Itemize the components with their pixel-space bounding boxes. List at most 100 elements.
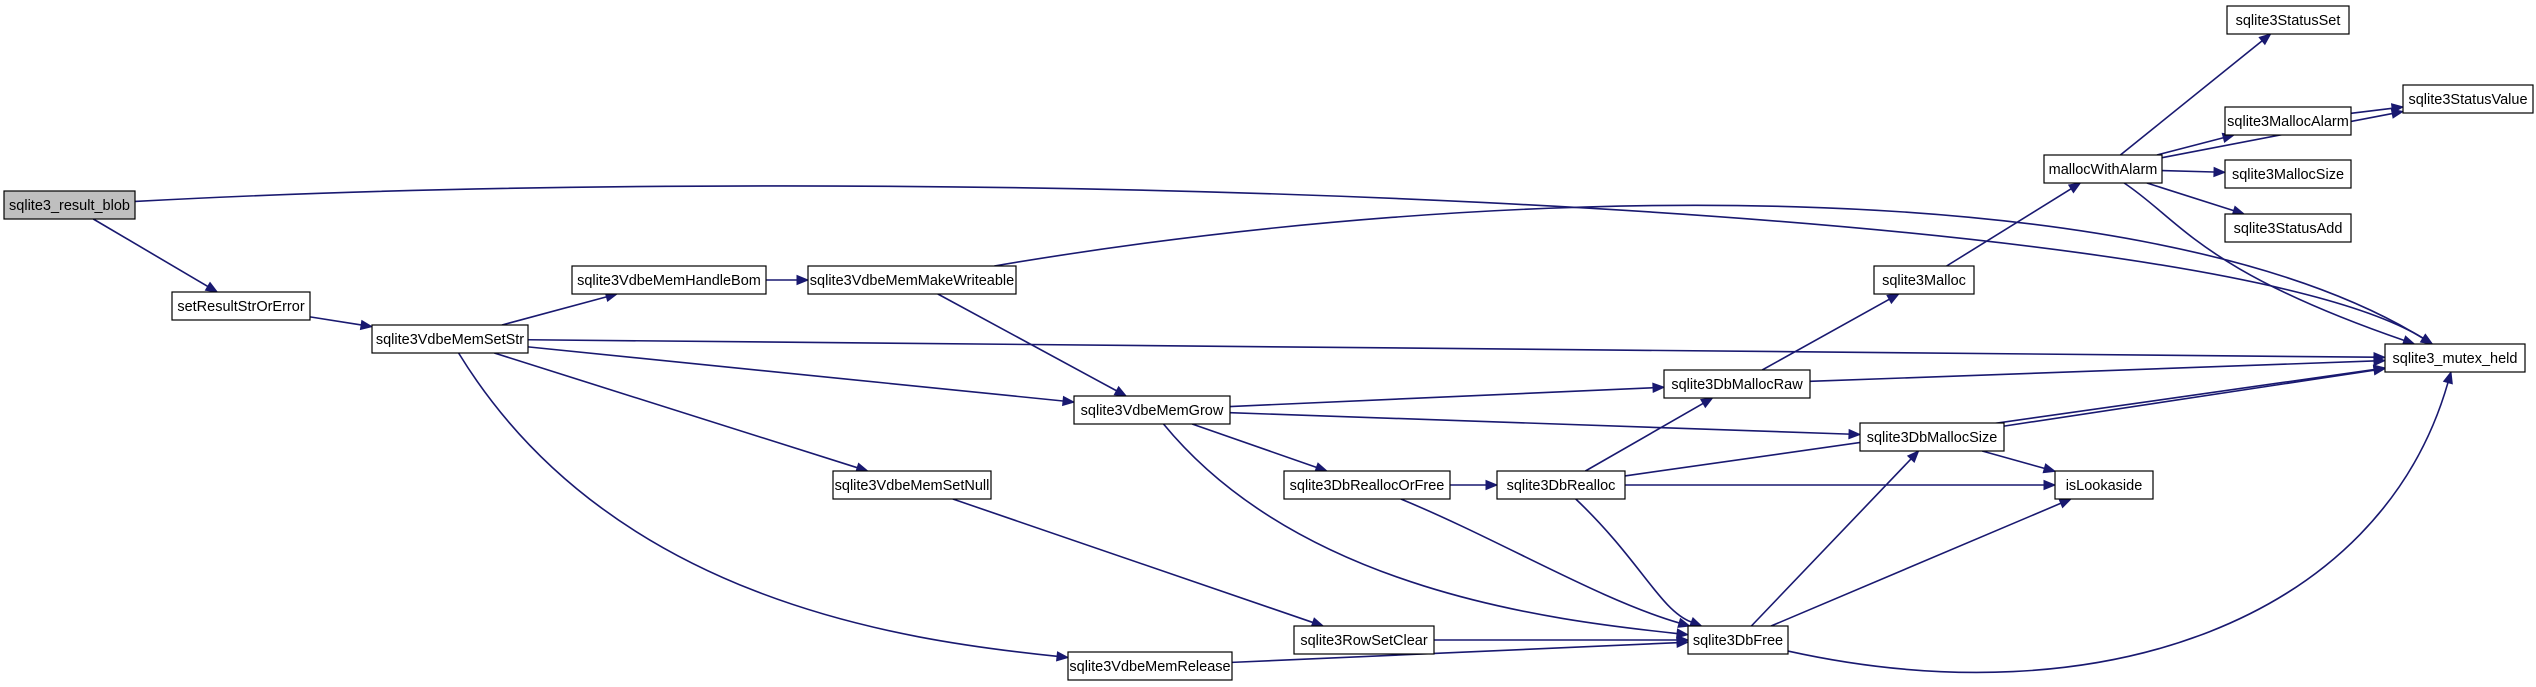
edge-line	[1750, 458, 1912, 627]
edge-sqlite3VdbeMemSetStr-to-sqlite3VdbeMemRelease	[457, 352, 1070, 662]
node-box[interactable]	[1859, 422, 2005, 452]
edge-line	[2146, 182, 2234, 212]
edge-sqlite3DbMallocSize-to-sqlite3_mutex_held	[2003, 365, 2387, 427]
node-box[interactable]	[807, 265, 1017, 295]
call-graph-edges	[92, 33, 2453, 674]
node-box[interactable]	[171, 291, 311, 321]
edge-arrowhead	[359, 319, 374, 331]
node-label: sqlite3RowSetClear	[1300, 633, 1428, 649]
edge-sqlite3Malloc-to-mallocWithAlarm	[1946, 182, 2082, 267]
edge-arrowhead	[2419, 333, 2434, 345]
edge-arrowhead	[796, 274, 810, 286]
node-sqlite3StatusSet[interactable]: sqlite3StatusSet	[2226, 5, 2350, 35]
node-sqlite3Malloc[interactable]: sqlite3Malloc	[1873, 265, 1975, 295]
node-box[interactable]	[1687, 625, 1789, 655]
node-mallocWithAlarm[interactable]: mallocWithAlarm	[2043, 154, 2163, 184]
node-box[interactable]	[1663, 369, 1811, 399]
edge-sqlite3VdbeMemSetNull-to-sqlite3RowSetClear	[952, 498, 1325, 628]
node-sqlite3VdbeMemSetNull[interactable]: sqlite3VdbeMemSetNull	[832, 470, 992, 500]
edge-arrowhead	[2067, 182, 2082, 194]
node-box[interactable]	[2384, 343, 2526, 373]
edge-arrowhead	[1314, 462, 1329, 473]
node-box[interactable]	[1496, 470, 1626, 500]
node-label: sqlite3VdbeMemSetStr	[376, 332, 524, 348]
edge-line	[494, 352, 858, 469]
node-sqlite3VdbeMemMakeWriteable[interactable]: sqlite3VdbeMemMakeWriteable	[807, 265, 1017, 295]
node-box[interactable]	[2224, 159, 2352, 189]
edge-arrowhead	[1886, 293, 1900, 305]
edge-arrowhead	[1688, 616, 1703, 627]
node-sqlite3VdbeMemSetStr[interactable]: sqlite3VdbeMemSetStr	[371, 324, 529, 354]
node-box[interactable]	[2226, 5, 2350, 35]
edge-sqlite3VdbeMemSetStr-to-sqlite3VdbeMemSetNull	[494, 352, 869, 473]
edge-line	[2161, 169, 2215, 173]
node-sqlite3VdbeMemGrow[interactable]: sqlite3VdbeMemGrow	[1073, 395, 1231, 425]
edge-line	[1400, 498, 1680, 624]
node-box[interactable]	[1293, 625, 1435, 655]
edge-line	[2350, 107, 2393, 115]
node-label: sqlite3StatusSet	[2236, 13, 2341, 29]
edge-sqlite3RowSetClear-to-sqlite3DbFree	[1434, 634, 1690, 646]
node-sqlite3DbRealloc[interactable]: sqlite3DbRealloc	[1496, 470, 1626, 500]
edge-line	[1191, 423, 1317, 469]
node-sqlite3DbReallocOrFree[interactable]: sqlite3DbReallocOrFree	[1283, 470, 1451, 500]
edge-sqlite3VdbeMemGrow-to-sqlite3DbMallocRaw	[1229, 382, 1666, 408]
node-sqlite3MallocSize[interactable]: sqlite3MallocSize	[2224, 159, 2352, 189]
node-box[interactable]	[2224, 213, 2352, 243]
edge-line	[1229, 386, 1654, 408]
node-sqlite3DbFree[interactable]: sqlite3DbFree	[1687, 625, 1789, 655]
node-sqlite3StatusAdd[interactable]: sqlite3StatusAdd	[2224, 213, 2352, 243]
edge-arrowhead	[204, 281, 219, 293]
node-box[interactable]	[571, 265, 767, 295]
node-setResultStrOrError[interactable]: setResultStrOrError	[171, 291, 311, 321]
node-sqlite3RowSetClear[interactable]: sqlite3RowSetClear	[1293, 625, 1435, 655]
edge-arrowhead	[2258, 33, 2272, 46]
edge-arrowhead	[1056, 651, 1070, 662]
node-box[interactable]	[2054, 470, 2154, 500]
node-isLookaside[interactable]: isLookaside	[2054, 470, 2154, 500]
edge-arrowhead	[2043, 479, 2057, 491]
node-box[interactable]	[2224, 106, 2352, 136]
edge-sqlite3DbMallocRaw-to-sqlite3_mutex_held	[1809, 355, 2387, 383]
node-box[interactable]	[1067, 651, 1233, 681]
node-label: sqlite3VdbeMemSetNull	[835, 478, 990, 494]
edge-mallocWithAlarm-to-sqlite3StatusSet	[2119, 33, 2272, 156]
edge-setResultStrOrError-to-sqlite3VdbeMemSetStr	[309, 316, 374, 331]
node-sqlite3DbMallocRaw[interactable]: sqlite3DbMallocRaw	[1663, 369, 1811, 399]
edge-arrowhead	[2390, 103, 2405, 114]
node-box[interactable]	[1073, 395, 1231, 425]
edge-arrowhead	[1676, 634, 1690, 646]
node-box[interactable]	[371, 324, 529, 354]
edge-sqlite3MallocAlarm-to-sqlite3StatusValue	[2350, 103, 2405, 115]
edge-line	[309, 316, 362, 326]
node-sqlite3_result_blob[interactable]: sqlite3_result_blob	[3, 190, 136, 220]
node-box[interactable]	[2402, 84, 2534, 114]
node-box[interactable]	[1283, 470, 1451, 500]
edge-arrowhead	[2372, 365, 2387, 376]
node-label: sqlite3VdbeMemGrow	[1081, 403, 1224, 419]
edge-line	[2119, 40, 2263, 156]
node-sqlite3StatusValue[interactable]: sqlite3StatusValue	[2402, 84, 2534, 114]
edge-sqlite3DbRealloc-to-sqlite3DbFree	[1575, 498, 1703, 627]
edge-arrowhead	[2058, 498, 2073, 509]
node-sqlite3VdbeMemHandleBom[interactable]: sqlite3VdbeMemHandleBom	[571, 265, 767, 295]
edge-sqlite3DbFree-to-sqlite3DbMallocSize	[1750, 450, 1920, 627]
node-sqlite3_mutex_held[interactable]: sqlite3_mutex_held	[2384, 343, 2526, 373]
node-box[interactable]	[832, 470, 992, 500]
node-label: sqlite3DbRealloc	[1507, 478, 1616, 494]
edge-sqlite3VdbeMemHandleBom-to-sqlite3VdbeMemMakeWriteable	[766, 274, 810, 286]
node-box[interactable]	[1873, 265, 1975, 295]
node-label: sqlite3_mutex_held	[2393, 351, 2518, 367]
node-sqlite3VdbeMemRelease[interactable]: sqlite3VdbeMemRelease	[1067, 651, 1233, 681]
node-box[interactable]	[3, 190, 136, 220]
edge-sqlite3VdbeMemMakeWriteable-to-sqlite3_mutex_held	[994, 204, 2434, 345]
node-sqlite3DbMallocSize[interactable]: sqlite3DbMallocSize	[1859, 422, 2005, 452]
node-sqlite3MallocAlarm[interactable]: sqlite3MallocAlarm	[2224, 106, 2352, 136]
node-label: sqlite3VdbeMemHandleBom	[577, 273, 761, 289]
node-box[interactable]	[2043, 154, 2163, 184]
edge-line	[501, 296, 607, 326]
edge-line	[1787, 382, 2449, 674]
edge-line	[952, 498, 1314, 624]
edge-line	[1229, 411, 1850, 435]
